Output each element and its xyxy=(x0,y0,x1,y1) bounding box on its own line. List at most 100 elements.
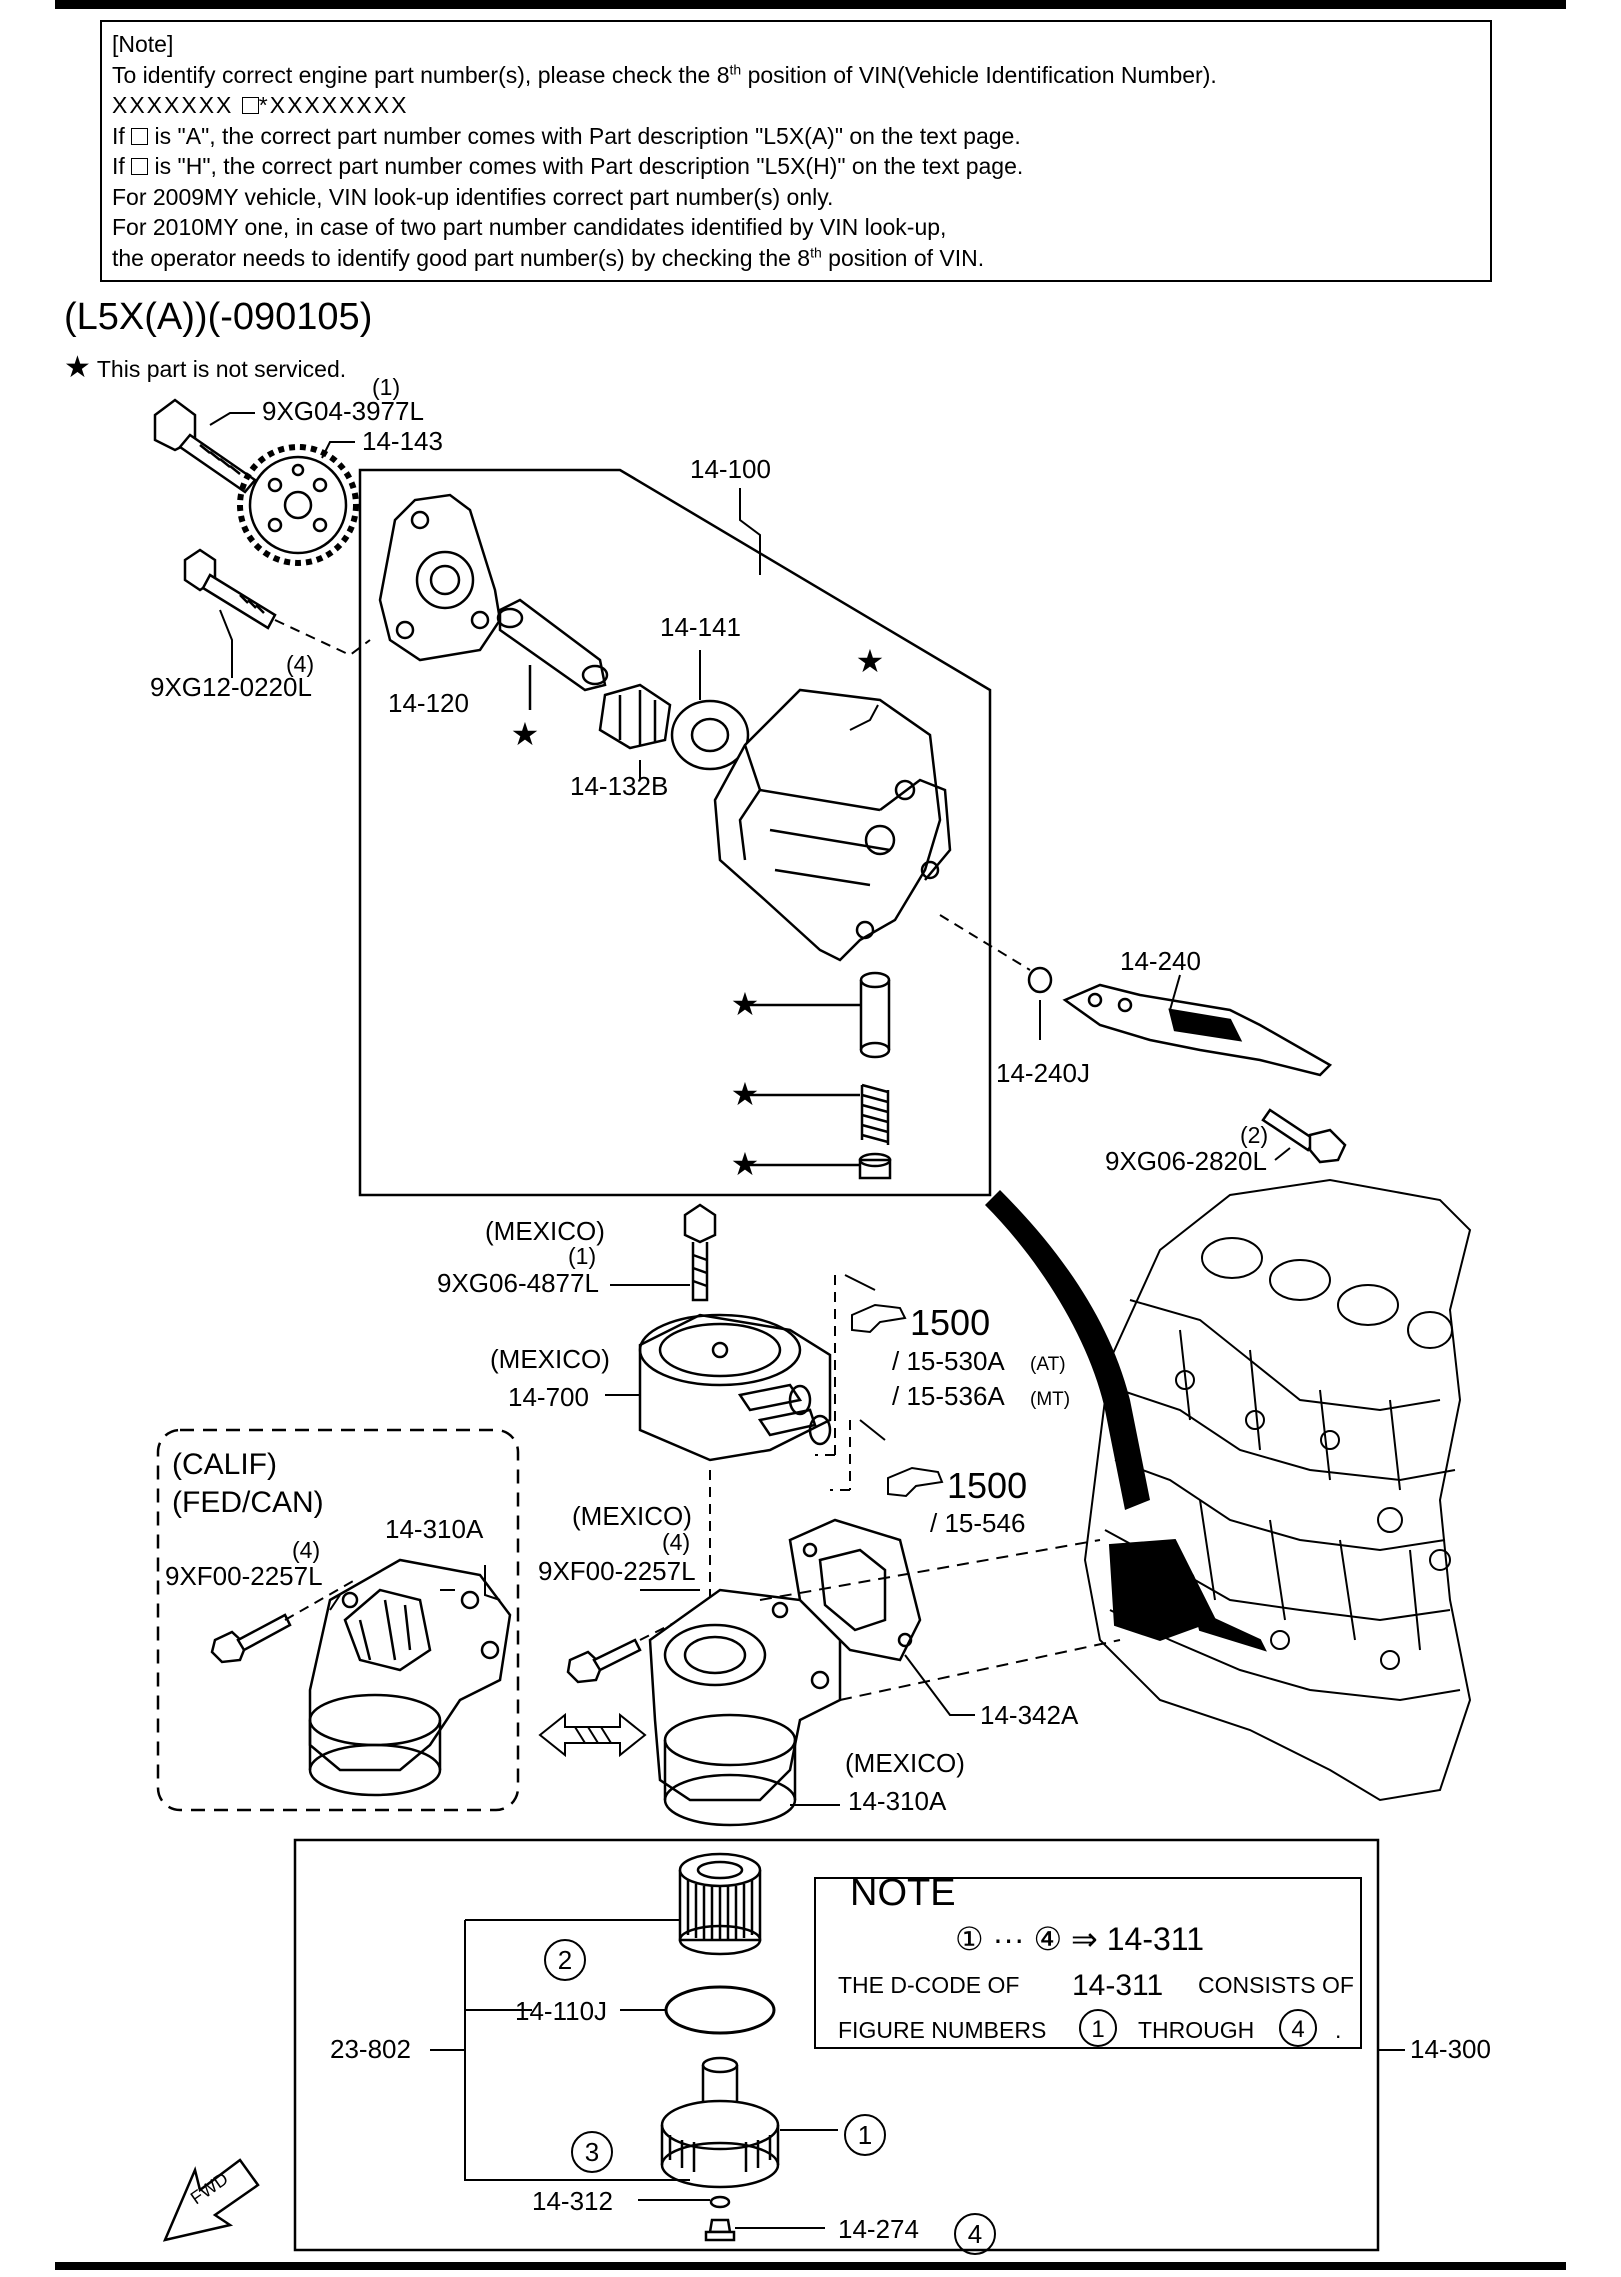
note-line-3: If is "A", the correct part number comes… xyxy=(112,122,1021,149)
star-icon: ★ xyxy=(856,643,885,679)
star-icon: ★ xyxy=(731,1146,760,1182)
circled-number-markers xyxy=(544,1939,1317,2255)
label-qty-2: (2) xyxy=(1240,1122,1268,1148)
filter-cap xyxy=(660,2056,780,2189)
circle-3-text: 3 xyxy=(585,2137,599,2167)
filter-leader-lines xyxy=(430,1919,1405,2229)
note-line2c: . xyxy=(1335,2017,1341,2043)
label-9xg06-2820l: 9XG06-2820L xyxy=(1105,1146,1267,1176)
pump-cover-14-120 xyxy=(378,493,502,662)
diagram-labels: (1) 9XG04-3977L 14-143 14-100 (4) 9XG12-… xyxy=(150,374,1491,2244)
label-mt: (MT) xyxy=(1030,1389,1070,1410)
note-line-7: the operator needs to identify good part… xyxy=(112,243,985,271)
note-line1b: 14-311 xyxy=(1072,1969,1163,2002)
label-9xg12-0220l: 9XG12-0220L xyxy=(150,672,312,702)
pointing-hand-icon-1500-a xyxy=(851,1303,907,1334)
star-icon: ★ xyxy=(731,1076,760,1112)
label-ref-15-530a: / 15-530A xyxy=(892,1346,1005,1376)
ref-arrow-b xyxy=(859,1419,886,1441)
filter-body-14-310a-calif xyxy=(308,1558,512,1797)
star-icon: ★ xyxy=(511,716,540,752)
o-ring-14-110j xyxy=(664,1985,776,2035)
filter-body-14-310a-mexico xyxy=(648,1588,842,1827)
pump-housing xyxy=(713,688,952,962)
bolt-9xg06-2820l xyxy=(1261,1108,1347,1164)
note-line2a: FIGURE NUMBERS xyxy=(838,2017,1046,2043)
baffle-dashed-leader xyxy=(939,914,1031,971)
bottom-rule xyxy=(55,2262,1566,2270)
relief-plunger xyxy=(859,971,891,1059)
shaft xyxy=(496,598,609,692)
note-line-6: For 2010MY one, in case of two part numb… xyxy=(112,214,947,240)
label-23-802: 23-802 xyxy=(330,2034,411,2064)
label-14-274: 14-274 xyxy=(838,2214,919,2244)
label-qty-4-left: (4) xyxy=(286,651,314,677)
label-14-120: 14-120 xyxy=(388,688,469,718)
circle-2-text: 2 xyxy=(558,1945,572,1975)
label-qty-4-calif: (4) xyxy=(292,1537,320,1563)
label-14-110j: 14-110J xyxy=(515,1996,607,2026)
label-qty-4-mex: (4) xyxy=(662,1529,690,1555)
label-14-132b: 14-132B xyxy=(570,771,668,801)
bolt-9xf00-2257l-calif xyxy=(210,1579,356,1664)
note-vin-pattern: XXXXXXX *XXXXXXXX xyxy=(112,92,409,118)
note-box: [Note] To identify correct engine part n… xyxy=(100,20,1492,282)
label-9xg04-3977l: 9XG04-3977L xyxy=(262,396,424,426)
label-14-700: 14-700 xyxy=(508,1382,589,1412)
label-14-141: 14-141 xyxy=(660,612,741,642)
note-line1a: THE D-CODE OF xyxy=(838,1972,1019,1998)
label-qty-1-mid: (1) xyxy=(568,1243,596,1269)
label-ref-15-546: / 15-546 xyxy=(930,1508,1025,1538)
circle-4-text: 4 xyxy=(968,2219,982,2249)
label-14-240: 14-240 xyxy=(1120,946,1201,976)
pump-assembly-box xyxy=(358,468,992,1197)
note-formula: ① ··· ④ ⇒ 14-311 xyxy=(955,1921,1204,1957)
note-line-5: For 2009MY vehicle, VIN look-up identifi… xyxy=(112,183,834,210)
label-mexico-bolt2: (MEXICO) xyxy=(572,1501,692,1531)
circle-1-text: 1 xyxy=(858,2120,872,2150)
gasket-14-342a xyxy=(788,1518,922,1662)
filter-assembly-box xyxy=(293,1838,1380,2252)
note-circle-1-text: 1 xyxy=(1091,2016,1104,2043)
label-mexico-cooler: (MEXICO) xyxy=(490,1344,610,1374)
assembly-to-engine-arrow xyxy=(985,1190,1150,1510)
diagram-title: (L5X(A))(-090105) xyxy=(64,296,373,338)
fwd-arrow-icon xyxy=(162,2158,260,2242)
gasket-to-engine-dashed xyxy=(759,1539,1121,1701)
circled-number-text: 2 3 1 4 1 4 xyxy=(558,1945,1305,2249)
label-14-143: 14-143 xyxy=(362,426,443,456)
label-ref-1500-b: 1500 xyxy=(947,1465,1027,1506)
bolt-9xg12-0220l xyxy=(183,548,371,657)
outer-rotor-14-141 xyxy=(670,699,750,771)
o-ring-14-312 xyxy=(709,2195,731,2209)
filter-element xyxy=(678,1852,762,1956)
note-box-title: NOTE xyxy=(850,1872,956,1914)
label-14-342a: 14-342A xyxy=(980,1700,1079,1730)
not-serviced-legend: ★ This part is not serviced. xyxy=(64,351,347,384)
note-circle-4-text: 4 xyxy=(1291,2016,1304,2043)
label-mexico-bolt: (MEXICO) xyxy=(485,1216,605,1246)
bolt-9xg06-4877l xyxy=(683,1203,717,1302)
bolt-9xg04-3977l xyxy=(153,398,257,494)
label-ref-1500-a: 1500 xyxy=(910,1302,990,1343)
note-inner-box xyxy=(814,1877,1362,2049)
alternative-arrow-icon xyxy=(538,1712,647,1758)
top-rule xyxy=(55,0,1566,9)
label-14-240j: 14-240J xyxy=(996,1058,1090,1088)
relief-spring xyxy=(860,1083,890,1145)
note-line2b: THROUGH xyxy=(1138,2017,1254,2043)
note-heading: [Note] xyxy=(112,31,174,57)
star-icon: ★ xyxy=(731,986,760,1022)
label-14-310a-calif: 14-310A xyxy=(385,1514,484,1544)
label-14-312: 14-312 xyxy=(532,2186,613,2216)
label-at: (AT) xyxy=(1030,1354,1066,1375)
label-9xf00-2257l-calif: 9XF00-2257L xyxy=(165,1561,323,1591)
label-calif: (CALIF) xyxy=(172,1448,277,1481)
calif-fedcan-box xyxy=(156,1428,520,1812)
not-serviced-markers xyxy=(528,665,860,1167)
engine-block xyxy=(1083,1178,1472,1802)
label-leaders xyxy=(209,412,1291,1806)
label-9xf00-2257l-mex: 9XF00-2257L xyxy=(538,1556,696,1586)
label-9xg06-4877l: 9XG06-4877L xyxy=(437,1268,599,1298)
o-ring-14-240j xyxy=(1027,966,1053,994)
